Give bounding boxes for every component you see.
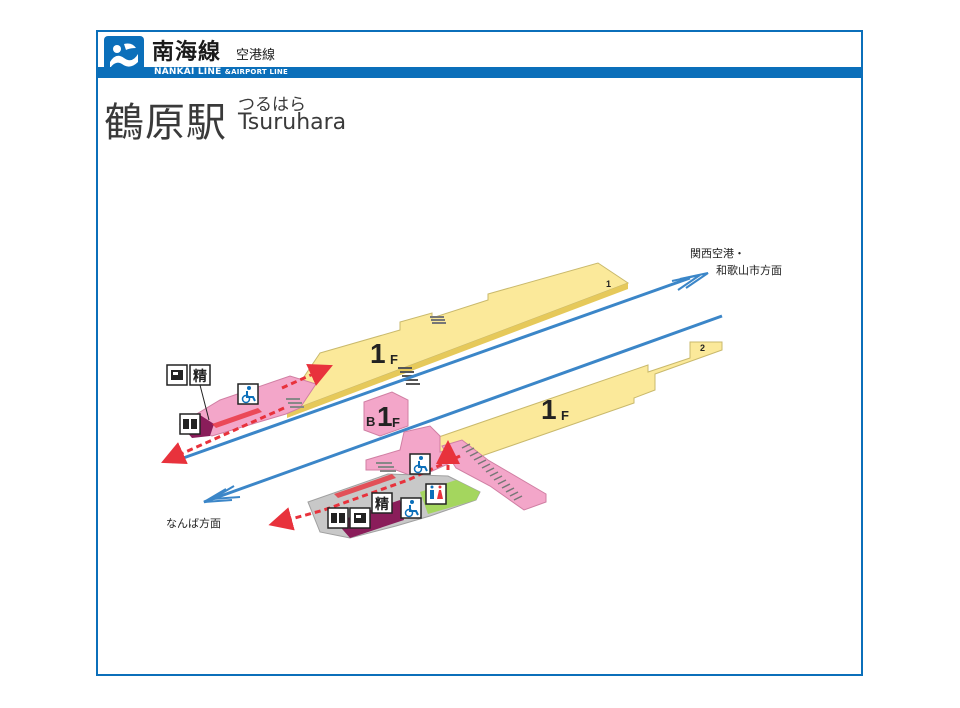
nankai-logo-icon (104, 36, 144, 76)
track-1 (171, 276, 691, 464)
svg-text:精: 精 (375, 496, 389, 512)
direction-label-down: なんば方面 (166, 516, 221, 530)
fare-leader-line (199, 384, 210, 421)
line-band (98, 67, 861, 78)
underpass-b1f (363, 391, 409, 437)
station-name-kana: つるはら (238, 95, 306, 115)
fare-adjustment-icon: 精 (189, 364, 211, 386)
svg-text:1: 1 (541, 394, 557, 425)
stairs-upper (430, 316, 446, 324)
ticket-gates-upper (212, 408, 262, 428)
svg-text:F: F (392, 415, 400, 430)
svg-text:F: F (390, 352, 398, 367)
ticket-machine-icon (166, 364, 188, 386)
line-sub-name: 空港線 (236, 48, 276, 63)
fare-adjustment-icon-lower: 精 (371, 492, 393, 514)
stairs-upper-left (286, 398, 304, 408)
svg-text:精: 精 (193, 368, 207, 384)
direction-label-up-2: 和歌山市方面 (716, 263, 782, 277)
direction-arrow-down-icon (203, 488, 233, 503)
svg-text:F: F (561, 408, 569, 423)
ticket-gates-lower (334, 474, 396, 498)
ticket-gate-icon-lower (327, 507, 349, 529)
wheelchair-icon (237, 383, 259, 405)
platform-1-number: 1 (606, 279, 611, 289)
direction-label-up-1: 関西空港・ (690, 246, 745, 260)
direction-arrow-down-icon-2 (211, 485, 241, 500)
exit-route-upper-right (281, 363, 333, 390)
wheelchair-icon-lower-1 (409, 453, 431, 475)
line-en-main: NANKAI LINE (154, 67, 222, 77)
exit-route-upper-left (161, 406, 285, 465)
floor-label-basement: B 1 F (366, 401, 400, 432)
passage-to-exit (441, 439, 547, 511)
station-name-english: Tsuruhara (238, 110, 347, 135)
ticket-machine-icon-lower (349, 507, 371, 529)
restroom-icon (425, 483, 447, 505)
exit-route-lower (268, 454, 461, 531)
platform-2-number: 2 (700, 343, 705, 353)
line-name-english: NANKAI LINE &AIRPORT LINE (154, 67, 288, 78)
line-en-sub: &AIRPORT LINE (224, 68, 288, 76)
svg-text:1: 1 (377, 401, 393, 432)
platform-2 (429, 341, 723, 461)
stairs-middle (398, 367, 420, 385)
wheelchair-icon-lower-2 (400, 497, 422, 519)
track-2 (203, 314, 723, 504)
svg-text:1: 1 (370, 338, 386, 369)
ticket-gate-icon (179, 413, 201, 435)
line-name: 南海線 (152, 40, 222, 65)
direction-arrow-up-icon-2 (679, 272, 709, 289)
stairs-lower-long (461, 443, 523, 501)
station-map-frame: 南海線 空港線 NANKAI LINE &AIRPORT LINE 鶴原駅 つる… (96, 30, 863, 676)
floor-label-upper: 1 F (370, 338, 398, 369)
line-header: 南海線 空港線 NANKAI LINE &AIRPORT LINE (98, 32, 861, 78)
floor-label-lower: 1 F (541, 394, 569, 425)
station-name-kanji: 鶴原駅 (104, 100, 227, 146)
platform-1-edge (287, 283, 628, 418)
stairs-lower-short (376, 462, 396, 472)
svg-text:B: B (366, 414, 375, 429)
